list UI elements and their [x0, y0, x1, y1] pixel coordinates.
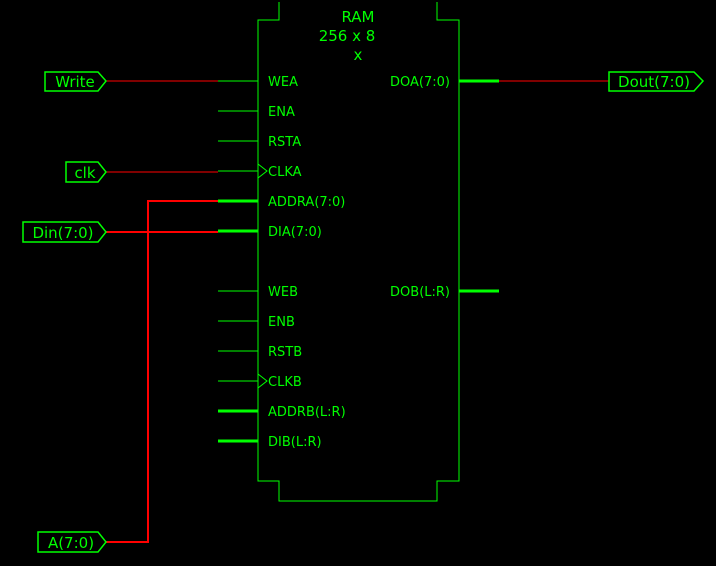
port-din[interactable]: Din(7:0) — [22, 221, 107, 243]
block-suffix: x — [354, 46, 363, 64]
wire-addr[interactable] — [106, 200, 218, 543]
port-clk-label: clk — [74, 164, 95, 182]
ram-block-outline[interactable] — [257, 2, 460, 502]
pin-label-addrb: ADDRB(L:R) — [268, 405, 346, 420]
port-clk[interactable]: clk — [65, 161, 107, 183]
pin-label-enb: ENB — [268, 315, 295, 330]
pin-label-ena: ENA — [268, 105, 295, 120]
clka-clock-triangle — [257, 163, 268, 179]
port-addr[interactable]: A(7:0) — [37, 531, 107, 553]
port-write-label: Write — [55, 73, 95, 91]
port-din-label: Din(7:0) — [32, 224, 93, 242]
wires — [106, 80, 609, 543]
port-dout-label: Dout(7:0) — [618, 73, 690, 91]
pin-label-clkb: CLKB — [268, 375, 302, 390]
block-size: 256 x 8 — [319, 27, 376, 45]
pin-label-rsta: RSTA — [268, 135, 301, 150]
pin-label-dib: DIB(L:R) — [268, 435, 322, 450]
pin-label-rstb: RSTB — [268, 345, 302, 360]
port-dout[interactable]: Dout(7:0) — [608, 71, 705, 92]
pin-label-web: WEB — [268, 285, 298, 300]
port-write-shape — [44, 71, 107, 92]
pin-label-dia: DIA(7:0) — [268, 225, 322, 240]
port-clk-shape — [65, 161, 107, 183]
port-write[interactable]: Write — [44, 71, 107, 92]
pin-label-dob: DOB(L:R) — [390, 285, 450, 300]
port-din-shape — [22, 221, 107, 243]
port-addr-label: A(7:0) — [48, 534, 94, 552]
pin-label-addra: ADDRA(7:0) — [268, 195, 345, 210]
port-addr-shape — [37, 531, 107, 553]
pin-label-clka: CLKA — [268, 165, 302, 180]
pin-label-wea: WEA — [268, 75, 298, 90]
block-title: RAM — [341, 8, 374, 26]
pin-label-doa: DOA(7:0) — [390, 75, 450, 90]
port-dout-shape — [608, 71, 705, 92]
clkb-clock-triangle — [257, 373, 268, 389]
left-pin-stubs — [218, 80, 258, 443]
